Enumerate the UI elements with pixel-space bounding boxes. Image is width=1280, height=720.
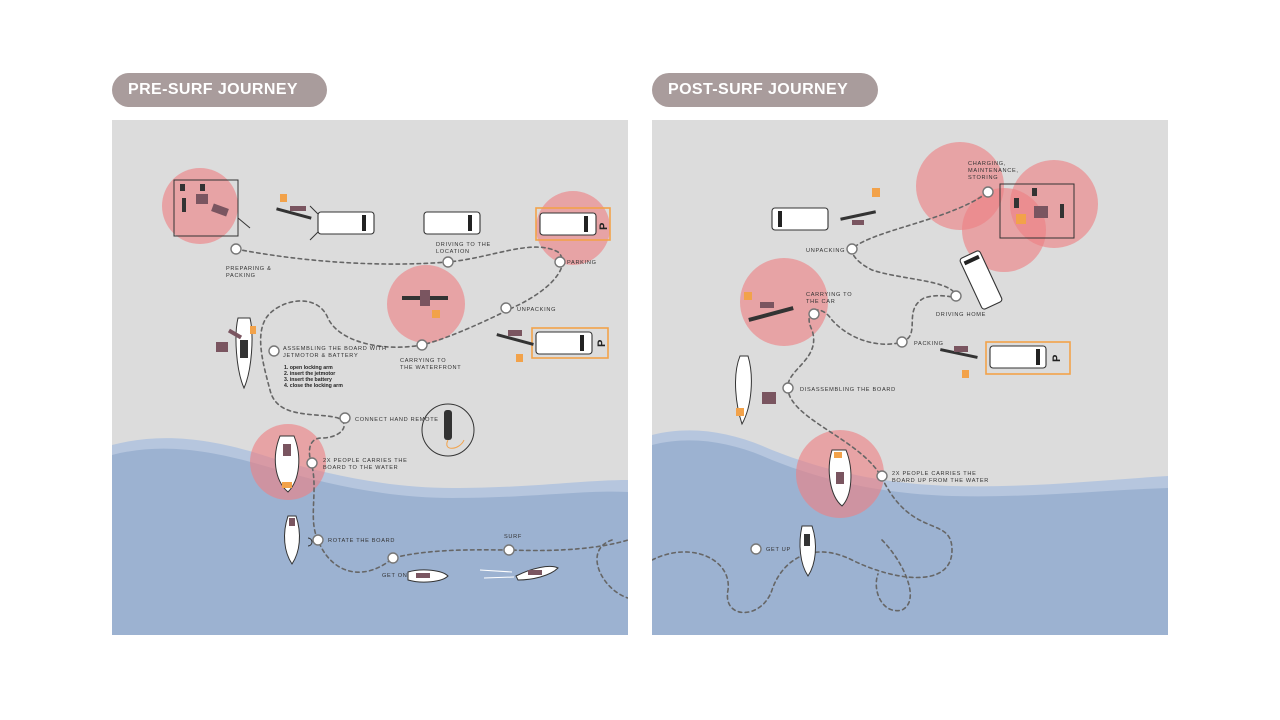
board-surf-icon — [479, 565, 559, 581]
board-carrying-car-icon — [744, 292, 794, 322]
waypoint-driving[interactable] — [442, 256, 454, 268]
board-rotate-icon — [284, 515, 313, 565]
hotspot-maintenance — [962, 188, 1046, 272]
label-carrying-2: THE WATERFRONT — [400, 365, 461, 371]
hand-remote-icon — [421, 403, 475, 457]
waypoint-carrying[interactable] — [416, 339, 428, 351]
board-carrying-icon — [402, 290, 448, 318]
waypoint-carries-up[interactable] — [876, 470, 888, 482]
swim-loop-path — [875, 539, 912, 612]
car-packing-icon: P — [939, 341, 1071, 378]
water-area — [112, 448, 628, 635]
label-get-up: GET UP — [766, 547, 791, 553]
post-surf-title: POST-SURF JOURNEY — [652, 73, 878, 107]
label-carries-up-1: 2X PEOPLE CARRIES THE — [892, 471, 977, 477]
parking-sign: P — [598, 223, 610, 230]
person-packing-icon — [276, 194, 312, 220]
waypoint-carries[interactable] — [306, 457, 318, 469]
pre-surf-map: P P — [112, 120, 628, 635]
assembly-step-3: 3. insert the battery — [284, 377, 332, 383]
car-driving-home-icon — [959, 250, 1003, 310]
waypoint-unpacking[interactable] — [500, 302, 512, 314]
label-driving-home: DRIVING HOME — [936, 312, 986, 318]
label-unpacking: UNPACKING — [806, 248, 845, 254]
label-carries-1: 2X PEOPLE CARRIES THE — [323, 458, 408, 464]
assembly-step-2: 2. insert the jetmotor — [284, 371, 335, 377]
parking-sign: P — [1051, 355, 1063, 362]
parking-sign-2: P — [596, 340, 608, 347]
label-charging-2: MAINTENANCE, — [968, 168, 1019, 174]
label-preparing-1: PREPARING & — [226, 266, 272, 272]
label-assembling-1: ASSEMBLING THE BOARD WITH — [283, 346, 387, 352]
label-disassembling: DISASSEMBLING THE BOARD — [800, 387, 896, 393]
label-parking: PARKING — [567, 260, 597, 266]
waypoint-rotate[interactable] — [312, 534, 324, 546]
hotspot-carrying-car — [740, 258, 828, 346]
label-carrying-car-1: CARRYING TO — [806, 292, 852, 298]
car-unpacking-icon: P — [496, 327, 609, 362]
hotspot-preparing — [162, 168, 238, 244]
board-get-on-icon — [407, 569, 449, 583]
assembly-step-4: 4. close the locking arm — [284, 383, 343, 389]
waypoint-unpacking[interactable] — [846, 243, 858, 255]
waypoint-driving-home[interactable] — [950, 290, 962, 302]
car-driving-icon — [423, 211, 481, 235]
journey-path — [235, 246, 628, 573]
waypoint-disassembling[interactable] — [782, 382, 794, 394]
label-packing: PACKING — [914, 341, 944, 347]
waypoint-connect[interactable] — [339, 412, 351, 424]
waypoint-preparing[interactable] — [230, 243, 242, 255]
board-from-water-icon — [828, 449, 852, 507]
pre-surf-title: PRE-SURF JOURNEY — [112, 73, 327, 107]
label-connect: CONNECT HAND REMOTE — [355, 417, 439, 423]
label-charging-1: CHARGING, — [968, 161, 1006, 167]
water-area — [652, 440, 1168, 635]
waypoint-carrying-car[interactable] — [808, 308, 820, 320]
label-preparing-2: PACKING — [226, 273, 256, 279]
waypoint-packing[interactable] — [896, 336, 908, 348]
label-charging-3: STORING — [968, 175, 998, 181]
waypoint-parking[interactable] — [554, 256, 566, 268]
car-unpacking-icon — [771, 188, 880, 231]
storage-box-icon — [999, 183, 1075, 239]
board-assembling-icon — [216, 317, 256, 390]
label-driving-2: LOCATION — [436, 249, 470, 255]
label-carrying-1: CARRYING TO — [400, 358, 446, 364]
board-disassembling-icon — [735, 355, 776, 426]
label-unpacking: UNPACKING — [517, 307, 556, 313]
journey-path — [652, 191, 989, 614]
label-rotate: ROTATE THE BOARD — [328, 538, 395, 544]
label-carries-2: BOARD TO THE WATER — [323, 465, 398, 471]
waypoint-assembling[interactable] — [268, 345, 280, 357]
label-assembling-2: JETMOTOR & BATTERY — [283, 353, 358, 359]
assembly-step-1: 1. open locking arm — [284, 365, 333, 371]
car-packing-icon — [309, 205, 375, 241]
waypoint-get-on[interactable] — [387, 552, 399, 564]
waypoint-surf[interactable] — [503, 544, 515, 556]
label-surf: SURF — [504, 534, 522, 540]
surf-loop-path — [596, 539, 628, 599]
label-carrying-car-2: THE CAR — [806, 299, 835, 305]
storage-box-icon — [173, 179, 251, 237]
waypoint-charging[interactable] — [982, 186, 994, 198]
board-to-water-icon — [274, 435, 300, 493]
post-surf-map: P CHARGING, MAINTENANCE, STORING UNPACKI… — [652, 120, 1168, 635]
car-parked-icon: P — [535, 207, 611, 241]
board-get-up-icon — [799, 525, 816, 577]
label-carries-up-2: BOARD UP FROM THE WATER — [892, 478, 989, 484]
waypoint-get-up[interactable] — [750, 543, 762, 555]
label-driving-1: DRIVING TO THE — [436, 242, 491, 248]
label-get-on: GET ON — [382, 573, 408, 579]
